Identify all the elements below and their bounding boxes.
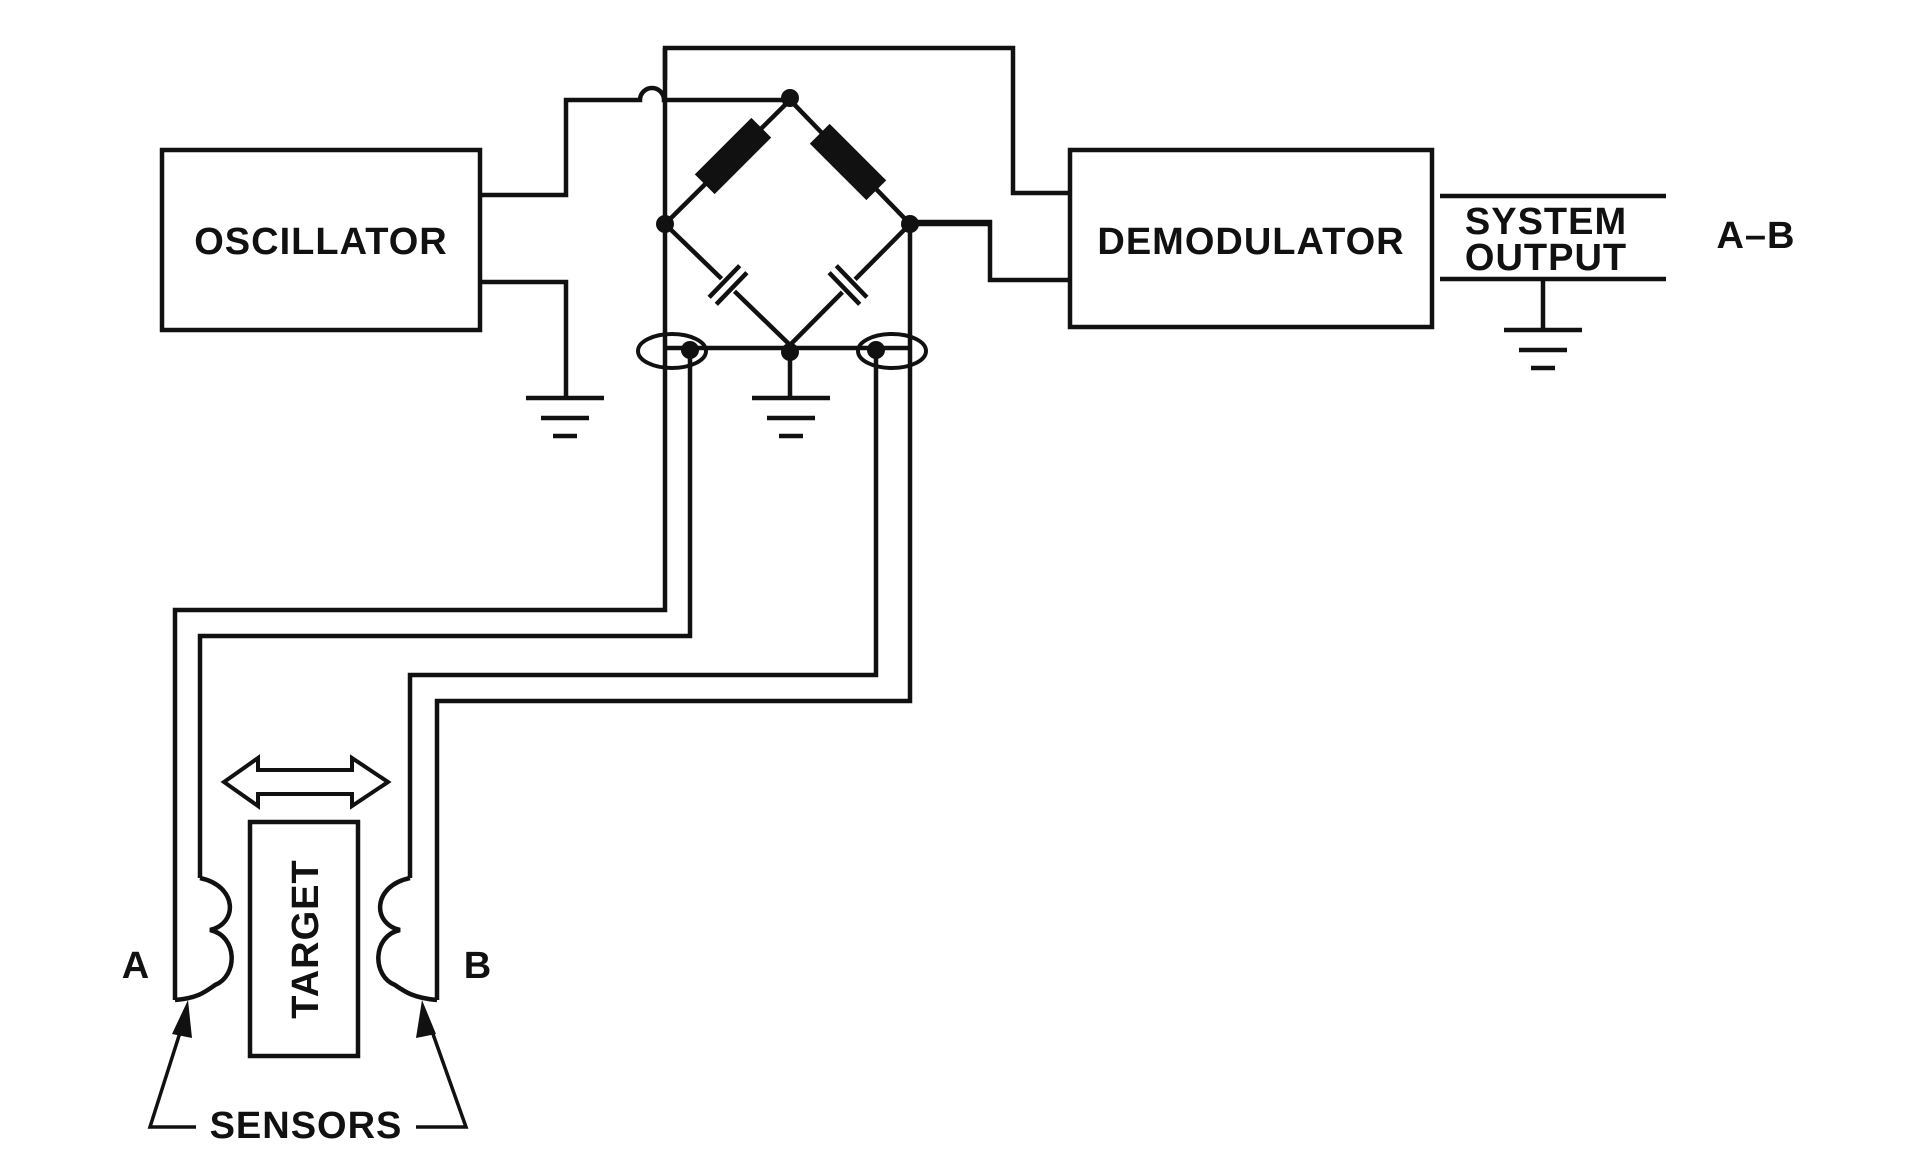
cable-shield-left: [636, 332, 708, 370]
oscillator-label: OSCILLATOR: [194, 221, 447, 263]
node-top: [781, 89, 799, 107]
sensor-b: B: [376, 875, 492, 1003]
output-expression: A–B: [1716, 215, 1795, 257]
sensors-callout: SENSORS: [147, 1000, 469, 1147]
bridge-network: [636, 48, 990, 439]
demodulator-block: DEMODULATOR: [1067, 147, 1435, 330]
sensor-a-label: A: [122, 945, 150, 987]
capacitor-left: [707, 264, 749, 306]
target-label: TARGET: [285, 859, 327, 1018]
cable-shield-right: [856, 332, 928, 370]
resistor-left: [694, 117, 772, 195]
system-output-line2: OUTPUT: [1465, 237, 1627, 279]
oscillator-wires: [480, 85, 790, 439]
system-output-line1: SYSTEM: [1465, 201, 1627, 243]
sensors-label: SENSORS: [210, 1105, 403, 1147]
motion-arrow-icon: [220, 754, 392, 810]
node-left: [656, 215, 674, 233]
arrowhead-b-icon: [416, 1000, 436, 1038]
resistor-right: [809, 123, 887, 201]
demodulator-label: DEMODULATOR: [1097, 221, 1404, 263]
arrowhead-a-icon: [172, 1000, 192, 1038]
sensor-a: A: [122, 875, 234, 1003]
system-output: SYSTEM OUTPUT A–B: [1440, 193, 1795, 371]
capacitor-right: [827, 264, 869, 306]
sensor-cables: [172, 350, 913, 1000]
target: TARGET: [247, 819, 361, 1059]
oscillator-block: OSCILLATOR: [159, 147, 483, 333]
sensor-b-label: B: [464, 945, 492, 987]
